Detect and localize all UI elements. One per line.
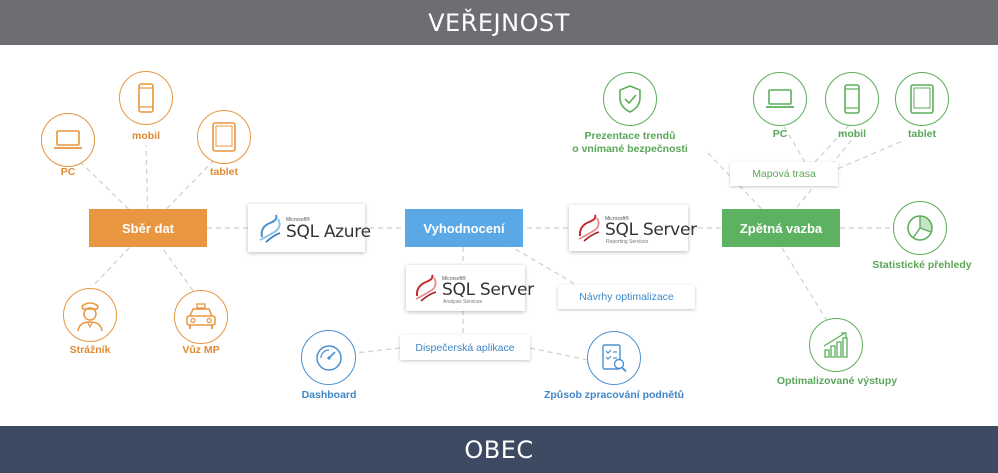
dispatch-app-tag-label: Dispečerská aplikace (415, 341, 515, 354)
feedback-tablet-icon (895, 72, 949, 126)
collection-pc-label: PC (60, 166, 76, 178)
trends-label-line2: o vnímané bezpečnosti (572, 143, 688, 155)
shield-icon (603, 72, 657, 126)
pie-chart-icon (893, 201, 947, 255)
collection-tablet-label: tablet (209, 166, 238, 178)
stats-label: Statistické přehledy (872, 259, 972, 271)
sql-server-analysis-swirl-icon (415, 274, 437, 302)
guard-label: Strážník (69, 344, 111, 356)
sql-server-analysis-logo: Microsoft® SQL Server Analysis Services (406, 265, 534, 311)
processing-label: Způsob zpracování podnětů (543, 389, 684, 401)
dispatch-app-tag: Dispečerská aplikace (400, 335, 530, 360)
bar-growth-icon (809, 318, 863, 372)
header-band: VEŘEJNOST (0, 0, 998, 45)
hub-feedback: Zpětná vazba (722, 209, 840, 247)
mobile-icon (119, 71, 173, 125)
sql-azure-logo: Microsoft® SQL Azure (248, 204, 371, 252)
hub-feedback-label: Zpětná vazba (739, 220, 823, 236)
optimization-tag-label: Návrhy optimalizace (579, 291, 674, 303)
hub-collection-label: Sběr dat (121, 220, 174, 236)
optimization-tag: Návrhy optimalizace (558, 285, 695, 309)
header-title: VEŘEJNOST (428, 8, 570, 37)
pc-icon (41, 113, 95, 167)
hub-evaluation-label: Vyhodnocení (423, 220, 505, 236)
sql-server-reporting-edition: Reporting Services (606, 239, 649, 245)
outputs-label: Optimalizované výstupy (776, 375, 898, 387)
feedback-mobile-label: mobil (838, 128, 866, 140)
sql-server-analysis-product: SQL Server (442, 280, 534, 300)
feedback-pc-icon (753, 72, 807, 126)
car-label: Vůz MP (182, 344, 220, 356)
trends-label-line1: Prezentace trendů (584, 130, 676, 142)
sql-azure-product: SQL Azure (286, 222, 371, 242)
dashboard-icon (301, 330, 356, 385)
footer-band: OBEC (0, 426, 998, 473)
feedback-mobile-icon (825, 72, 879, 126)
hub-collection: Sběr dat (89, 209, 207, 247)
sql-server-analysis-company: Microsoft® (442, 276, 466, 282)
guard-icon (63, 288, 117, 342)
sql-server-reporting-company: Microsoft® (605, 216, 629, 222)
sql-server-reporting-swirl-icon (578, 214, 600, 242)
feedback-pc-label: PC (772, 128, 788, 140)
footer-title: OBEC (464, 435, 534, 464)
sql-server-reporting-product: SQL Server (605, 220, 697, 240)
sql-server-analysis-edition: Analysis Services (443, 299, 483, 305)
collection-mobile-label: mobil (132, 130, 160, 142)
route-map-tag-label: Mapová trasa (752, 168, 816, 180)
route-map-tag: Mapová trasa (730, 162, 838, 186)
dashboard-label: Dashboard (301, 389, 357, 401)
feedback-tablet-label: tablet (907, 128, 936, 140)
tablet-icon (197, 110, 251, 164)
sql-azure-swirl-icon (259, 214, 281, 243)
processing-checklist-icon (587, 331, 641, 385)
car-icon (174, 290, 228, 344)
sql-server-reporting-logo: Microsoft® SQL Server Reporting Services (569, 205, 697, 251)
sql-azure-company: Microsoft® (286, 217, 310, 223)
hub-evaluation: Vyhodnocení (405, 209, 523, 247)
